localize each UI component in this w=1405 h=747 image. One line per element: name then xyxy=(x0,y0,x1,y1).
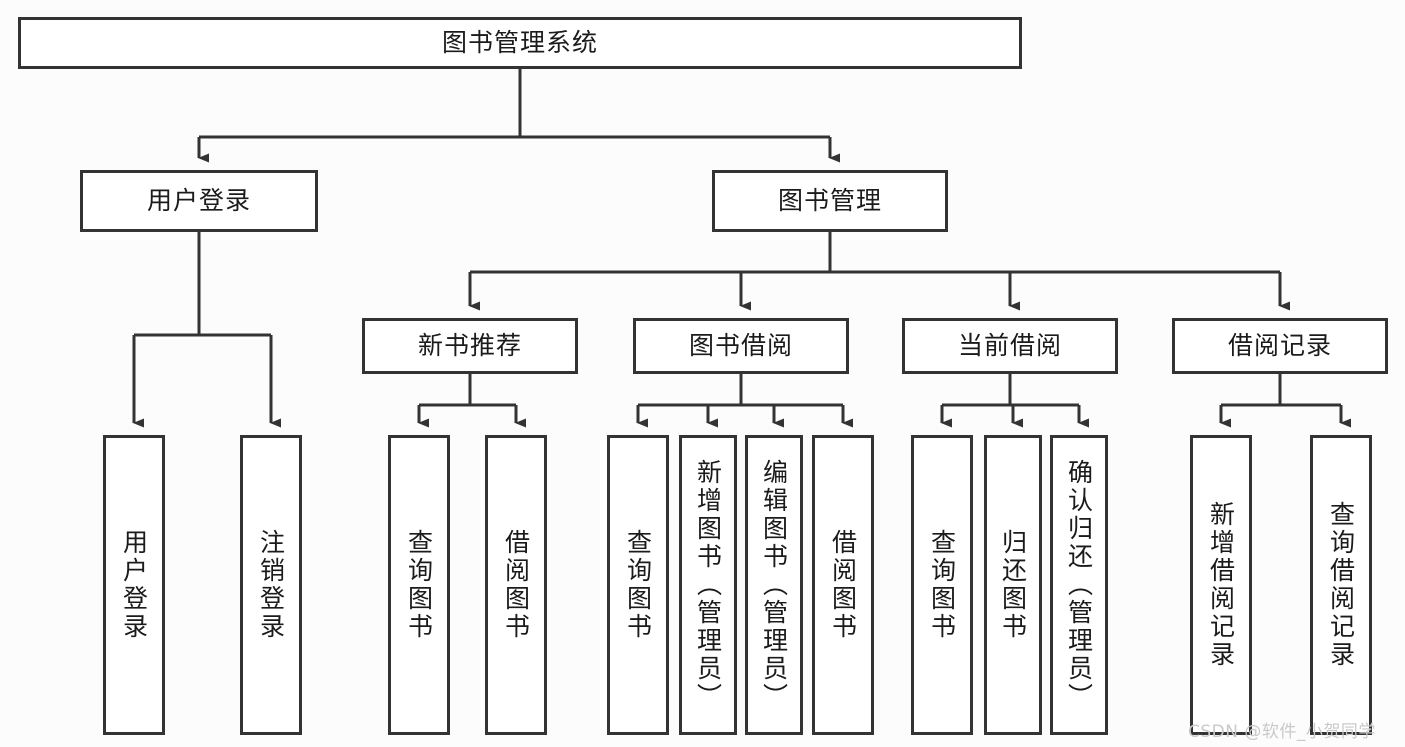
node-borrow-record[interactable]: 借阅记录 xyxy=(1172,318,1388,374)
node-root-label: 图书管理系统 xyxy=(441,28,598,58)
node-leaf-user-logout[interactable]: 注销登录 xyxy=(240,435,302,735)
node-leaf-query-record[interactable]: 查询借阅记录 xyxy=(1310,435,1372,735)
node-user-login[interactable]: 用户登录 xyxy=(80,170,318,232)
node-leaf-add-book-admin-label: 新增图书（管理员） xyxy=(693,459,723,711)
node-book-manage[interactable]: 图书管理 xyxy=(712,170,948,232)
node-current-borrow[interactable]: 当前借阅 xyxy=(902,318,1118,374)
node-leaf-borrow-book-2-label: 借阅图书 xyxy=(828,529,858,641)
node-leaf-query-book-1[interactable]: 查询图书 xyxy=(388,435,450,735)
node-leaf-borrow-book-1[interactable]: 借阅图书 xyxy=(485,435,547,735)
node-root[interactable]: 图书管理系统 xyxy=(18,17,1022,69)
node-leaf-query-book-2-label: 查询图书 xyxy=(623,529,653,641)
node-leaf-user-login[interactable]: 用户登录 xyxy=(103,435,165,735)
node-leaf-query-record-label: 查询借阅记录 xyxy=(1326,501,1356,669)
node-new-book-recommend[interactable]: 新书推荐 xyxy=(362,318,578,374)
node-new-book-recommend-label: 新书推荐 xyxy=(417,331,522,361)
node-leaf-query-book-3-label: 查询图书 xyxy=(927,529,957,641)
node-user-login-label: 用户登录 xyxy=(146,186,251,216)
node-leaf-add-record[interactable]: 新增借阅记录 xyxy=(1190,435,1252,735)
node-leaf-edit-book-admin[interactable]: 编辑图书（管理员） xyxy=(745,435,803,735)
node-current-borrow-label: 当前借阅 xyxy=(957,331,1062,361)
node-borrow-record-label: 借阅记录 xyxy=(1227,331,1332,361)
node-leaf-user-login-label: 用户登录 xyxy=(119,529,149,641)
node-book-manage-label: 图书管理 xyxy=(777,186,882,216)
node-leaf-borrow-book-2[interactable]: 借阅图书 xyxy=(812,435,874,735)
node-leaf-add-book-admin[interactable]: 新增图书（管理员） xyxy=(679,435,737,735)
node-leaf-borrow-book-1-label: 借阅图书 xyxy=(501,529,531,641)
node-book-borrow[interactable]: 图书借阅 xyxy=(633,318,849,374)
node-leaf-query-book-1-label: 查询图书 xyxy=(404,529,434,641)
node-leaf-edit-book-admin-label: 编辑图书（管理员） xyxy=(759,459,789,711)
node-leaf-query-book-3[interactable]: 查询图书 xyxy=(911,435,973,735)
node-book-borrow-label: 图书借阅 xyxy=(688,331,793,361)
node-leaf-confirm-return-label: 确认归还（管理员） xyxy=(1064,459,1094,711)
node-leaf-query-book-2[interactable]: 查询图书 xyxy=(607,435,669,735)
node-leaf-user-logout-label: 注销登录 xyxy=(256,529,286,641)
node-leaf-return-book[interactable]: 归还图书 xyxy=(984,435,1042,735)
node-leaf-add-record-label: 新增借阅记录 xyxy=(1206,501,1236,669)
node-leaf-return-book-label: 归还图书 xyxy=(998,529,1028,641)
csdn-watermark: CSDN @软件_小贺同学 xyxy=(1188,722,1376,742)
node-leaf-confirm-return[interactable]: 确认归还（管理员） xyxy=(1050,435,1108,735)
